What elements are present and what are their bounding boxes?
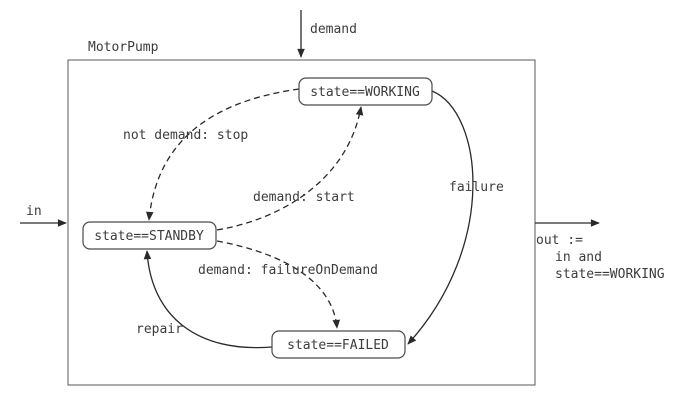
transition-failure-on-demand-label: demand: failureOnDemand (198, 263, 378, 278)
transition-failure-on-demand-edge (216, 240, 341, 329)
transition-repair-label: repair (136, 322, 183, 337)
transition-repair-edge (143, 250, 273, 349)
transition-start-edge (216, 106, 364, 231)
state-failed-box (271, 330, 406, 359)
out-expression-line1: out := (536, 233, 583, 248)
state-standby-label: state==STANDBY (94, 229, 204, 244)
transition-start-label: demand: start (253, 190, 355, 205)
out-expression-line2: in and (555, 250, 602, 265)
transition-failure-label: failure (449, 180, 504, 195)
demand-input-label: demand (310, 22, 357, 37)
transition-stop-label: not demand: stop (123, 128, 248, 143)
system-title: MotorPump (88, 40, 159, 55)
transition-failure-edge (407, 90, 474, 345)
out-expression-line3: state==WORKING (555, 267, 665, 282)
state-working-box (298, 77, 433, 106)
transition-stop-edge (146, 88, 300, 221)
state-working-label: state==WORKING (310, 85, 420, 100)
in-input-label: in (26, 204, 42, 219)
state-standby-box (82, 221, 217, 250)
state-failed-label: state==FAILED (287, 338, 389, 353)
